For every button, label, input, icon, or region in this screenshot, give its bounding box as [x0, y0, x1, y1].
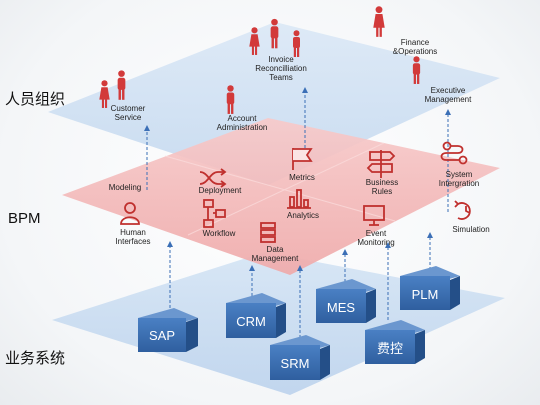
- workflow-icon: [203, 199, 226, 228]
- bpm-metrics-label: Metrics: [289, 173, 315, 182]
- mes-box[interactable]: MES: [316, 279, 376, 323]
- bpm-data-management-label: Data Management: [251, 245, 299, 263]
- fee-control-box[interactable]: 费控: [365, 320, 425, 364]
- group-invoice-label: Invoice Reconcilliation Teams: [255, 55, 307, 82]
- bpm-analytics-label: Analytics: [286, 211, 319, 220]
- signpost-icon: [366, 150, 396, 178]
- flag-icon: [292, 148, 313, 170]
- system-boxes: SAP CRM MES PLM SRM: [138, 266, 460, 380]
- bpm-workflow-label: Workflow: [202, 229, 236, 238]
- user-icon: [120, 202, 140, 225]
- plm-label: PLM: [412, 287, 439, 302]
- people-layer-plane: [48, 22, 500, 185]
- srm-label: SRM: [281, 356, 310, 371]
- clock-icon: [454, 200, 471, 220]
- woman-icon: [373, 6, 385, 37]
- crm-label: CRM: [236, 314, 266, 329]
- group-finance-label: Finance &Operations: [392, 38, 438, 56]
- connector-arrows: [144, 87, 451, 338]
- plm-box[interactable]: PLM: [400, 266, 460, 310]
- bpm-modeling-label: Modeling: [108, 183, 142, 192]
- srm-box[interactable]: SRM: [270, 335, 330, 380]
- fee-control-label: 费控: [377, 341, 403, 356]
- crm-box[interactable]: CRM: [226, 293, 286, 338]
- shuffle-icon: [199, 168, 227, 188]
- bpm-business-rules-label: Business Rules: [365, 178, 399, 196]
- bpm-deployment-label: Deployment: [198, 186, 242, 195]
- bpm-human-interfaces-label: Human Interfaces: [115, 228, 151, 246]
- bpm-layer-plane: [62, 118, 500, 275]
- bpm-plane-grid: [164, 142, 396, 236]
- sap-label: SAP: [149, 328, 175, 343]
- bpm-simulation-label: Simulation: [452, 225, 490, 234]
- layer-label-people: 人员组织: [5, 91, 66, 108]
- layer-label-bpm: BPM: [8, 210, 41, 227]
- bpm-icons: [120, 141, 471, 243]
- bpm-event-monitoring-label: Event Monitoring: [357, 229, 395, 247]
- group-account-label: Account Administration: [216, 114, 268, 132]
- analytics-icon: [287, 189, 311, 209]
- group-customer-label: Customer Service: [110, 104, 146, 122]
- mes-label: MES: [327, 300, 356, 315]
- integration-icon: [440, 141, 468, 165]
- bpm-system-integration-label: System Intergration: [438, 170, 480, 188]
- layer-label-systems: 业务系统: [5, 350, 66, 367]
- group-executive-label: Executive Management: [424, 86, 472, 104]
- database-icon: [260, 222, 276, 243]
- sap-box[interactable]: SAP: [138, 308, 198, 352]
- monitor-icon: [363, 205, 385, 226]
